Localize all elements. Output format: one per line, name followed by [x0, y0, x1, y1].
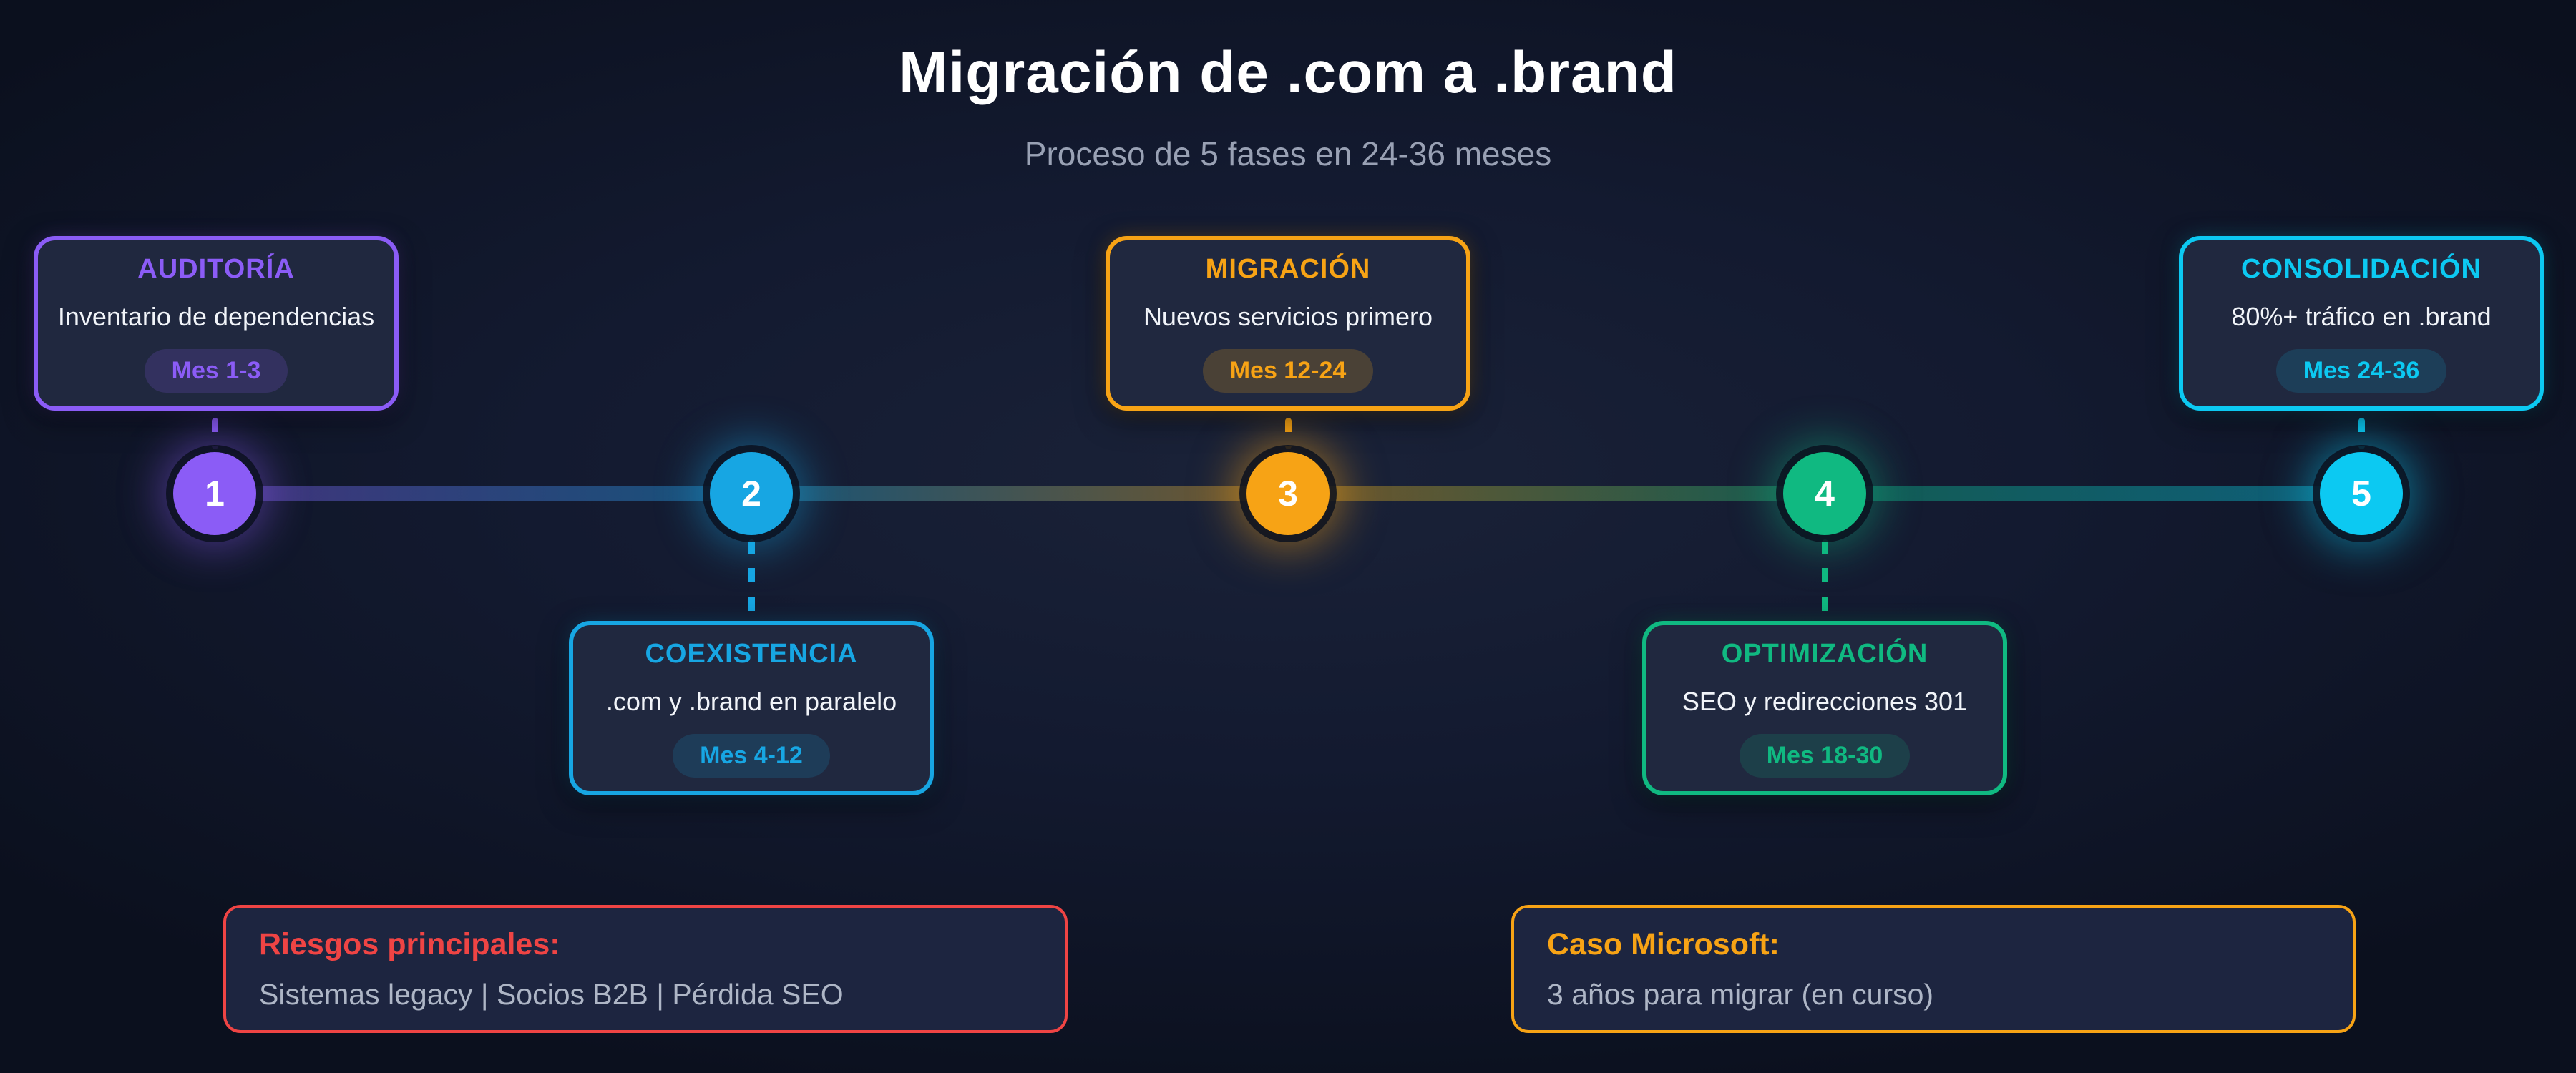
- risks-note-title: Riesgos principales:: [259, 926, 560, 961]
- phase-card-description: Nuevos servicios primero: [1143, 302, 1433, 331]
- microsoft-note-box: Caso Microsoft: 3 años para migrar (en c…: [1511, 905, 2356, 1033]
- phase-month-badge: Mes 1-3: [144, 349, 288, 393]
- phase-card-title: CONSOLIDACIÓN: [2241, 254, 2482, 284]
- phase-card-optimizacion: OPTIMIZACIÓN SEO y redirecciones 301 Mes…: [1642, 621, 2007, 795]
- phase-circle-3: 3: [1246, 452, 1330, 535]
- page-title: Migración de .com a .brand: [899, 40, 1677, 105]
- phase-card-consolidacion: CONSOLIDACIÓN 80%+ tráfico en .brand Mes…: [2179, 236, 2544, 411]
- microsoft-note-title: Caso Microsoft:: [1547, 926, 1780, 961]
- phase-card-migracion: MIGRACIÓN Nuevos servicios primero Mes 1…: [1106, 236, 1470, 411]
- phase-card-description: SEO y redirecciones 301: [1682, 687, 1968, 716]
- phase-number: 3: [1278, 474, 1298, 514]
- phase-month-badge: Mes 24-36: [2275, 349, 2447, 393]
- risks-note-body: Sistemas legacy | Socios B2B | Pérdida S…: [259, 977, 844, 1011]
- phase-month-badge: Mes 18-30: [1739, 734, 1911, 778]
- phase-month-badge: Mes 12-24: [1202, 349, 1374, 393]
- phase-card-title: OPTIMIZACIÓN: [1721, 639, 1928, 669]
- phase-card-coexistencia: COEXISTENCIA .com y .brand en paralelo M…: [569, 621, 934, 795]
- phase-card-title: AUDITORÍA: [137, 254, 295, 284]
- phase-card-description: 80%+ tráfico en .brand: [2231, 302, 2492, 331]
- connector-phase-2: [748, 539, 755, 618]
- phase-circle-4: 4: [1783, 452, 1866, 535]
- phase-card-title: MIGRACIÓN: [1205, 254, 1371, 284]
- connector-phase-4: [1822, 539, 1828, 618]
- phase-card-description: .com y .brand en paralelo: [605, 687, 897, 716]
- phase-card-description: Inventario de dependencias: [57, 302, 375, 331]
- connector-phase-1: [212, 418, 218, 449]
- phase-number: 2: [741, 474, 761, 514]
- phase-number: 1: [205, 474, 225, 514]
- phase-circle-1: 1: [173, 452, 256, 535]
- phase-number: 5: [2351, 474, 2371, 514]
- phase-month-badge: Mes 4-12: [673, 734, 830, 778]
- microsoft-note-body: 3 años para migrar (en curso): [1547, 977, 1934, 1011]
- phase-number: 4: [1815, 474, 1835, 514]
- connector-phase-3: [1285, 418, 1292, 449]
- phase-circle-2: 2: [710, 452, 793, 535]
- phase-circle-5: 5: [2320, 452, 2403, 535]
- phase-card-auditoria: AUDITORÍA Inventario de dependencias Mes…: [34, 236, 399, 411]
- phase-card-title: COEXISTENCIA: [645, 639, 858, 669]
- page-subtitle: Proceso de 5 fases en 24-36 meses: [1024, 135, 1552, 172]
- connector-phase-5: [2358, 418, 2365, 449]
- risks-note-box: Riesgos principales: Sistemas legacy | S…: [223, 905, 1068, 1033]
